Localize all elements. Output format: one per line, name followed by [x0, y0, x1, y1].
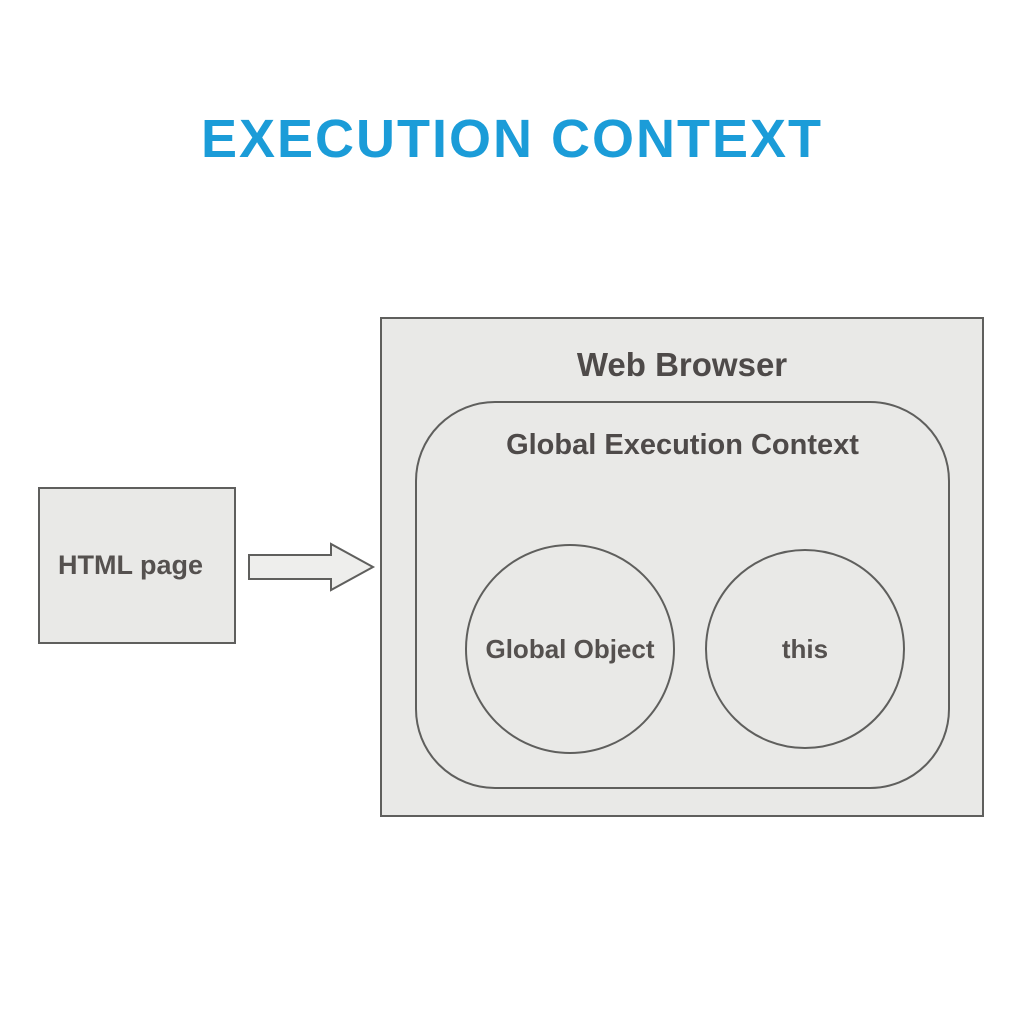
arrow-right-icon — [247, 537, 377, 597]
html-page-label: HTML page — [58, 550, 204, 580]
global-execution-context-label: Global Execution Context — [506, 429, 859, 461]
global-execution-context-box: Global Execution Context Global Object t… — [415, 401, 950, 789]
global-object-circle: Global Object — [465, 544, 675, 754]
web-browser-label: Web Browser — [576, 346, 788, 383]
this-label: this — [781, 633, 829, 664]
this-circle: this — [705, 549, 905, 749]
page-title: EXECUTION CONTEXT — [200, 109, 824, 169]
html-page-box: HTML page — [38, 487, 236, 644]
global-object-label: Global Object — [485, 633, 655, 664]
web-browser-box: Web Browser Global Execution Context Glo… — [380, 317, 984, 817]
